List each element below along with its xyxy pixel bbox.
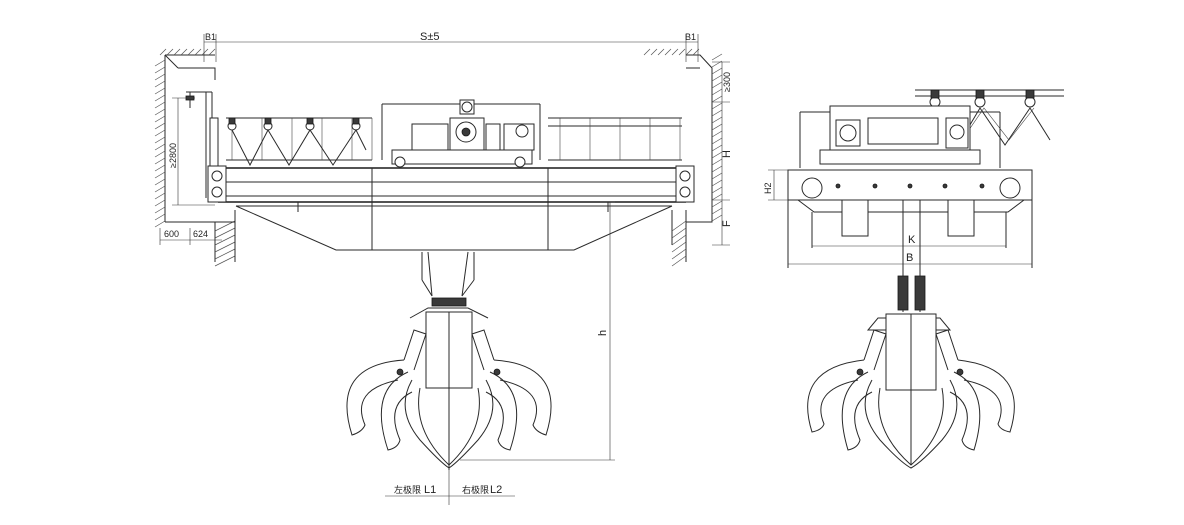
right-wall (643, 48, 723, 267)
bridge-girder (218, 167, 686, 251)
l1-note: 左极限 (394, 484, 421, 495)
side-trolley (799, 105, 1001, 168)
bottom-left-dims: 600 624 (159, 228, 222, 245)
k-label: K (908, 234, 916, 246)
hoist-ropes (421, 251, 475, 297)
span-dimension: S±5 B1 B1 (203, 31, 699, 62)
right-height-dims: ≥300 H F (712, 61, 733, 246)
trolley (381, 99, 541, 168)
b1-left-label: B1 (205, 32, 216, 42)
l1-l2-dims: 左极限 L1 右极限 L2 (385, 470, 515, 505)
side-view: H2 K B (763, 89, 1064, 469)
grab-bucket-side (807, 313, 1015, 469)
side-girder (787, 169, 1033, 268)
side-festoon (915, 89, 1064, 146)
clearance-label: ≥300 (722, 72, 732, 92)
h2-dim: H2 (763, 169, 790, 201)
h2-label: H2 (763, 182, 773, 194)
front-view: S±5 B1 B1 ≥300 H F ≥2800 6 (154, 31, 733, 505)
span-label: S±5 (420, 31, 440, 43)
side-ropes (897, 200, 926, 312)
hook-h-label: h (597, 330, 609, 336)
left-wall (154, 48, 236, 267)
dim-600-label: 600 (164, 229, 179, 239)
l2-label: L2 (490, 484, 502, 496)
l2-note: 右极限 (462, 484, 489, 495)
end-trucks (207, 165, 695, 203)
hook-height-dim: h (460, 201, 615, 461)
f-label: F (721, 220, 733, 227)
k-b-dims: K B (788, 234, 1032, 265)
walkway-railing (226, 117, 682, 161)
h-label: H (721, 150, 733, 158)
grab-bucket-front (346, 297, 552, 470)
b-label: B (906, 252, 913, 264)
dim-624-label: 624 (193, 229, 208, 239)
height-2800-label: ≥2800 (168, 143, 178, 168)
b1-right-label: B1 (685, 32, 696, 42)
l1-label: L1 (424, 484, 436, 496)
festoon-system (227, 117, 367, 167)
